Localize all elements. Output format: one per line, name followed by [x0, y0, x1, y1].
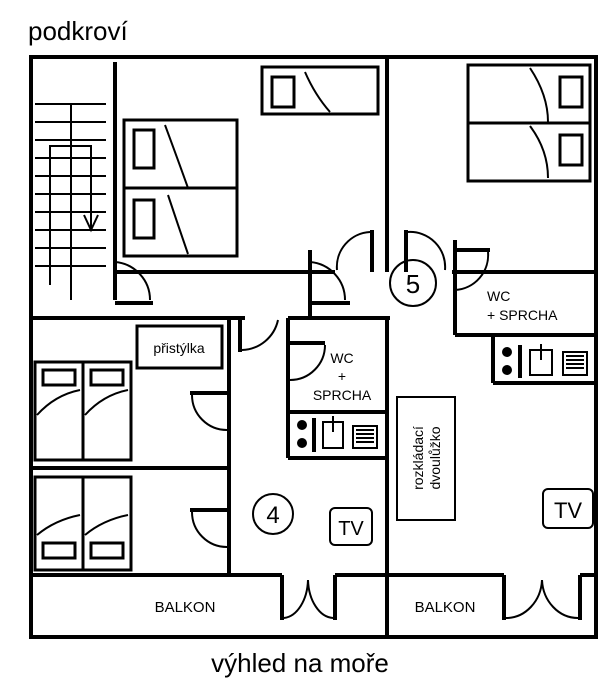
sofa-bed [396, 396, 456, 521]
apartment-4: přistýlka WC + SPRCHA 4 TV BALKON [135, 318, 387, 616]
apartment-number: 5 [406, 269, 420, 299]
wc-label: WC [330, 350, 353, 366]
interior-walls [31, 57, 596, 637]
apartment-number-badge [389, 259, 437, 307]
outer-walls [29, 55, 598, 639]
sofa-bed-label-2: dvoulůžko [427, 426, 443, 489]
balcony-label: BALKON [155, 599, 216, 616]
apartment-number: 4 [266, 502, 279, 529]
apartment-number-badge [252, 493, 294, 535]
tv-icon [329, 507, 373, 546]
tv-label: TV [338, 518, 364, 540]
extra-bed [135, 324, 224, 370]
tv-label: TV [554, 498, 582, 523]
sofa-bed-label-1: rozkládací [410, 426, 426, 490]
apartment-5: WC + SPRCHA 5 rozkládací dvoulůžko TV BA… [389, 240, 596, 616]
view-caption: výhled na moře [211, 648, 389, 678]
tv-icon [542, 488, 594, 529]
floor-title: podkroví [28, 16, 128, 46]
wc-label: WC [487, 288, 510, 304]
kitchenette-icon [502, 344, 588, 378]
beds [33, 63, 592, 572]
wc-plus: + [338, 368, 346, 384]
doors[interactable] [114, 230, 582, 620]
extra-bed-label: přistýlka [153, 340, 205, 356]
shower-label: SPRCHA [313, 387, 372, 403]
kitchenette-icon [297, 416, 378, 452]
shower-label: + SPRCHA [487, 307, 558, 323]
staircase [35, 62, 117, 300]
balcony-label: BALKON [415, 599, 476, 616]
